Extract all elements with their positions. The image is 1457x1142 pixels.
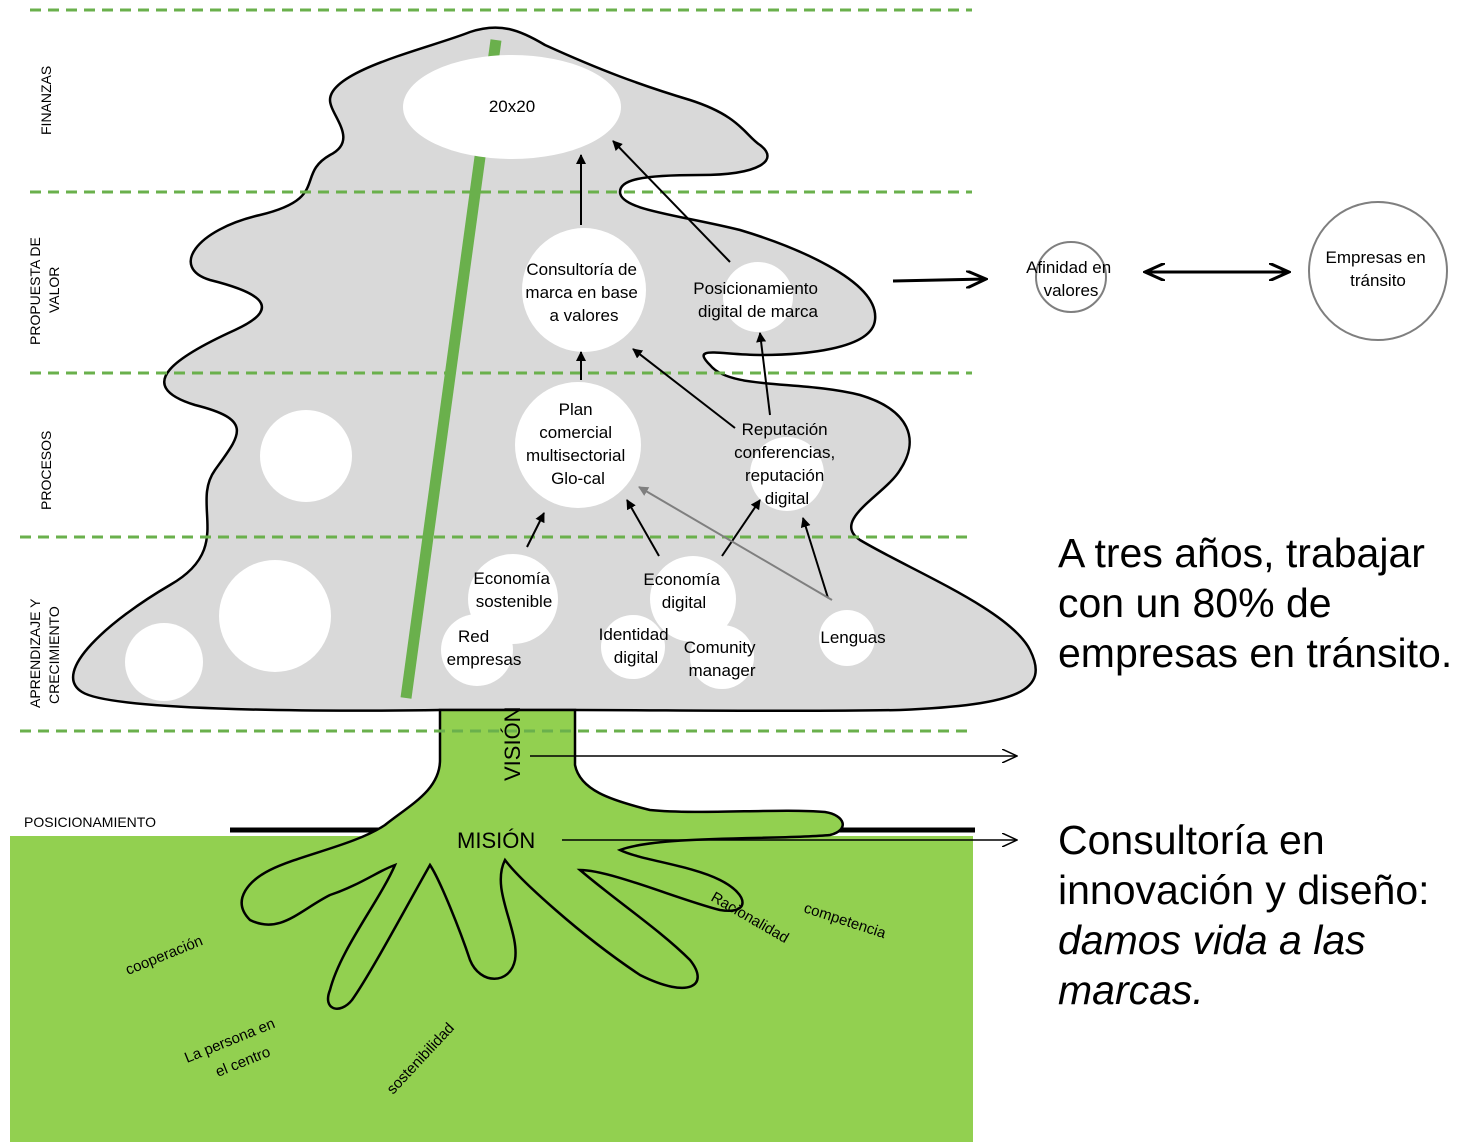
node-red-empresas	[441, 614, 513, 686]
node-posicionamiento-digital-text: Posicionamiento digital de marca	[693, 279, 822, 321]
relationship-arrows	[526, 140, 829, 599]
level-separators	[20, 8, 972, 733]
vision-label: VISIÓN	[500, 706, 525, 781]
to-afinidad-arrow	[892, 279, 986, 281]
node-identidad-digital-text: Identidad digital	[599, 625, 674, 667]
empresas-transito-text: Empresas en tránsito	[1326, 248, 1431, 290]
node-economia-digital-text: Economía digital	[643, 570, 724, 612]
afinidad-circle	[1035, 241, 1107, 313]
mission-italic: damos vida a las marcas.	[1058, 917, 1366, 1013]
node-consultoria	[522, 228, 646, 352]
vision-statement: A tres años, trabajar con un 80% de empr…	[1058, 530, 1453, 676]
node-plan	[515, 382, 641, 508]
node-reputacion	[750, 437, 824, 511]
node-lenguas	[819, 610, 875, 666]
node-lenguas-text: Lenguas	[820, 628, 885, 647]
node-comunity-manager	[690, 625, 754, 689]
lenguas-plan-arrow	[638, 486, 833, 601]
node-plan-text: Plan comercial multisectorial Glo-cal	[526, 400, 630, 488]
level-procesos: PROCESOS	[38, 431, 54, 510]
node-posicionamiento-digital	[723, 262, 793, 332]
node-consultoria-text: Consultoría de marca en base a valores	[525, 260, 642, 325]
level-propuesta-1: PROPUESTA DE	[27, 237, 43, 345]
mission-plain: Consultoría en innovación y diseño:	[1058, 817, 1430, 913]
level-aprendizaje-2: CRECIMIENTO	[46, 606, 62, 704]
afinidad-text: Afinidad en valores	[1026, 258, 1116, 300]
node-economia-digital	[650, 556, 736, 642]
node-comunity-manager-text: Comunity manager	[684, 638, 761, 680]
empresas-transito-circle	[1308, 201, 1448, 341]
node-20x20-text: 20x20	[489, 97, 535, 116]
level-finanzas: FINANZAS	[38, 66, 54, 135]
level-aprendizaje-1: APRENDIZAJE Y	[27, 598, 43, 708]
mision-label: MISIÓN	[457, 828, 535, 853]
node-red-empresas-text: Red empresas	[447, 627, 522, 669]
node-identidad-digital	[601, 615, 665, 679]
tree-canopy	[71, 26, 1037, 713]
mission-statement: Consultoría en innovación y diseño: damo…	[1058, 815, 1457, 1015]
node-20x20	[403, 55, 621, 159]
level-propuesta-2: VALOR	[46, 267, 62, 313]
level-posicionamiento: POSICIONAMIENTO	[24, 814, 156, 830]
node-economia-sostenible-text: Economía sostenible	[473, 569, 554, 611]
tree-trunk	[240, 708, 844, 1010]
decorative-circles	[125, 410, 352, 701]
node-reputacion-text: Reputación conferencias, reputación digi…	[734, 420, 840, 508]
